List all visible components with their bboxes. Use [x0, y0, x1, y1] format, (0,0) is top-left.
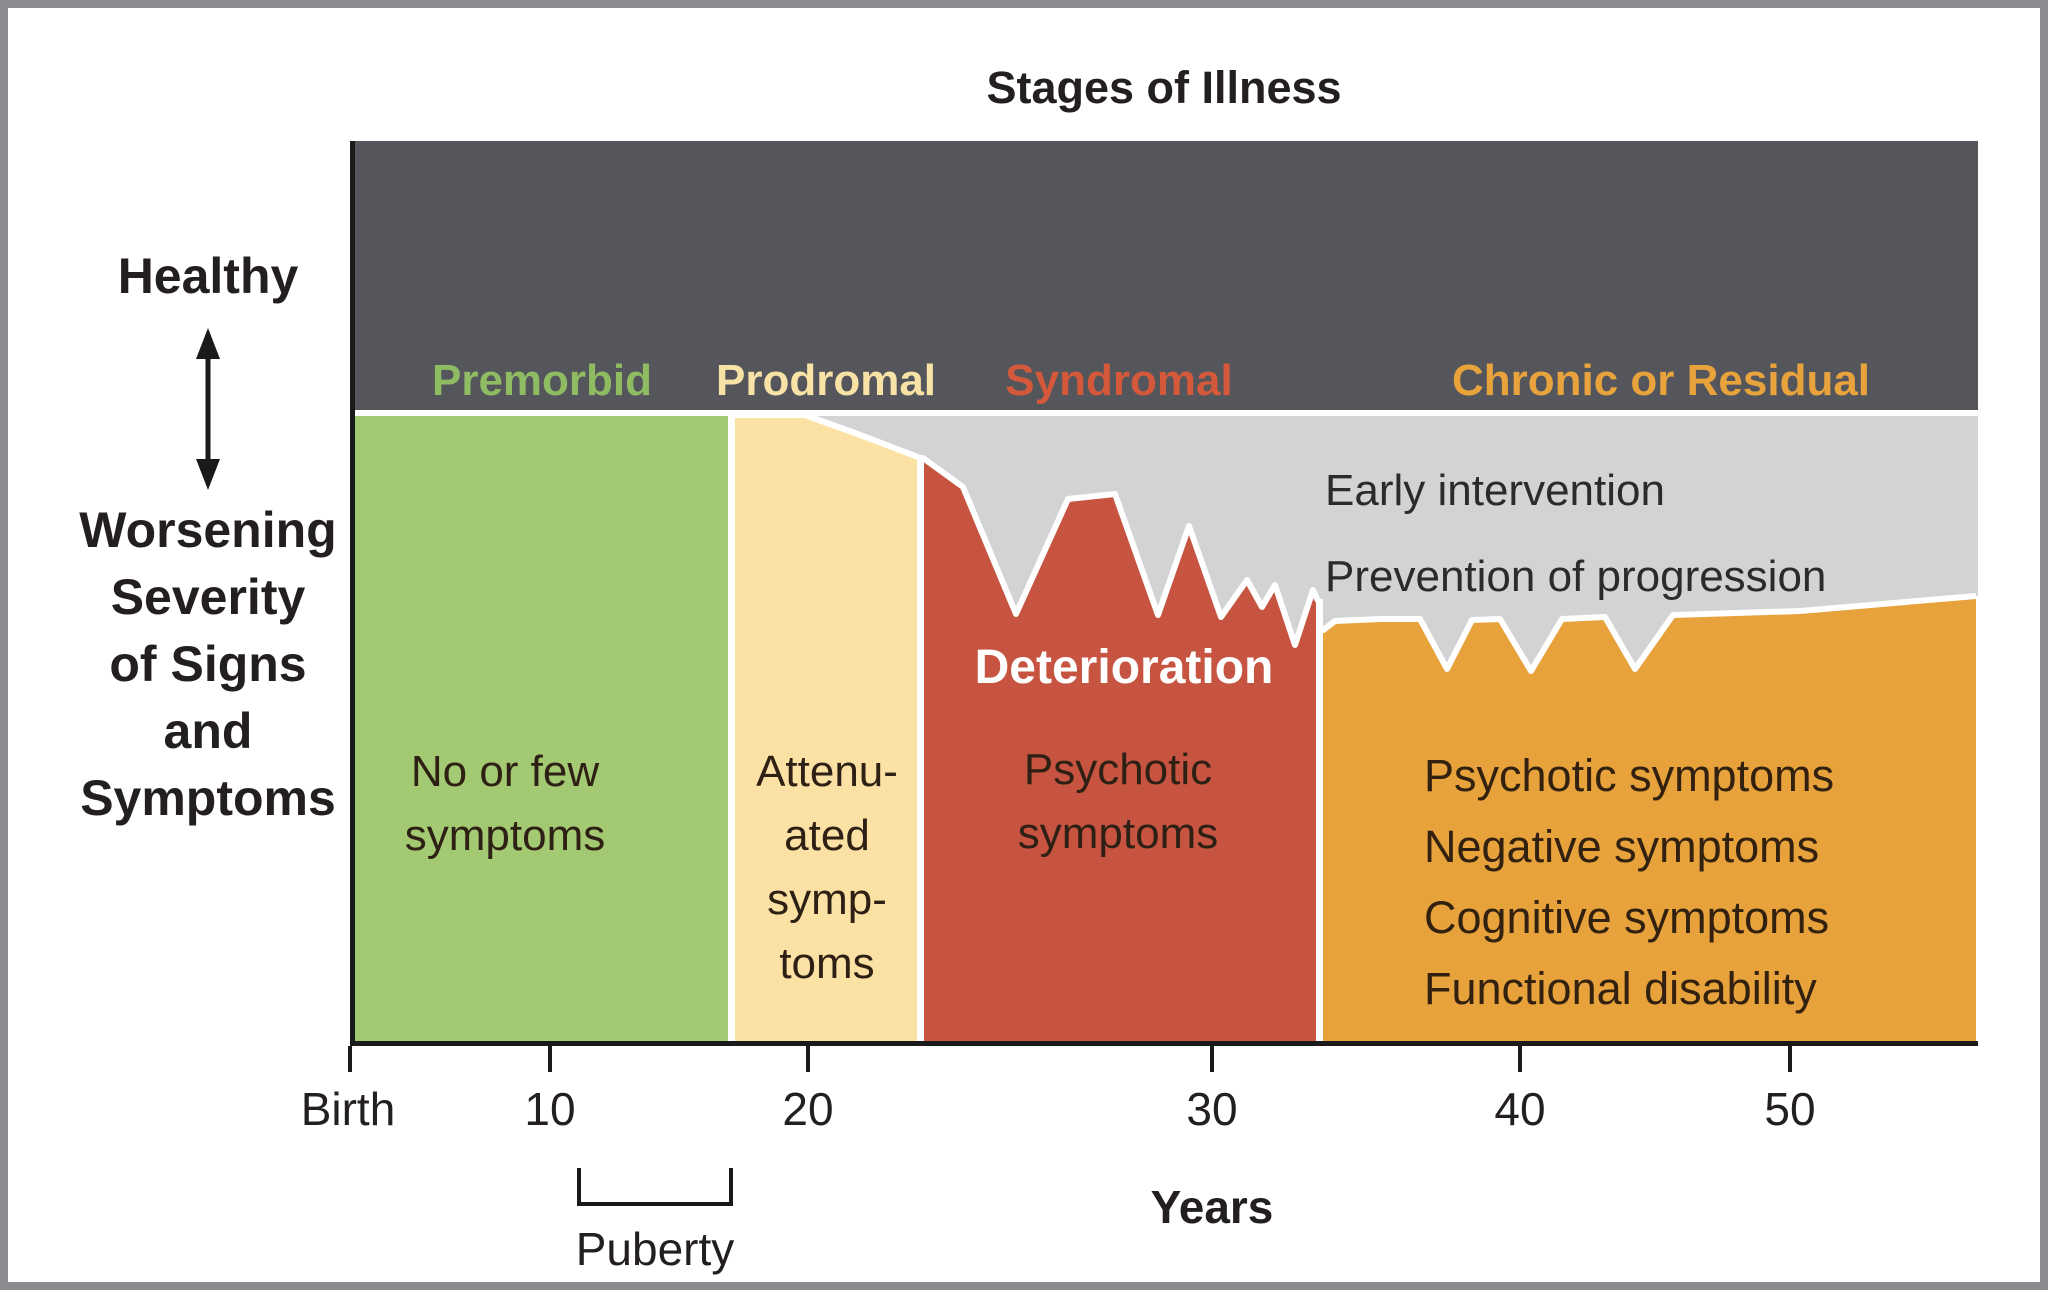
x-axis-title: Years: [1150, 1181, 1274, 1233]
premorbid-region-text: No or few symptoms: [404, 747, 606, 860]
band-label-chronic: Chronic or Residual: [1451, 356, 1871, 405]
tick-label-10: 10: [524, 1083, 576, 1135]
cream-red-separator: [917, 455, 924, 1046]
severity-axis-label: Worsening Severity of Signs and Symptoms: [79, 502, 337, 826]
chronic-region-shape: [1322, 596, 1976, 1046]
tick-label-40: 40: [1494, 1083, 1546, 1135]
stage-band-background: [350, 141, 1978, 410]
chronic-region-text: Psychotic symptoms Negative symptoms Cog…: [1424, 750, 1835, 1014]
figure-title: Stages of Illness: [986, 62, 1342, 113]
puberty-bracket-right: [729, 1168, 733, 1206]
x-axis-line: [350, 1041, 1978, 1046]
tick-label-20: 20: [782, 1083, 834, 1135]
puberty-bracket-bar: [577, 1202, 733, 1206]
chronic-top-outline: [1320, 593, 1977, 674]
healthy-label: Healthy: [117, 248, 299, 304]
tick-mark-birth: [348, 1046, 352, 1072]
puberty-bracket-left: [577, 1168, 581, 1206]
deterioration-label: Deterioration: [974, 641, 1274, 694]
severity-double-arrow-icon: [196, 328, 220, 490]
gray-region-shape: [350, 413, 1978, 671]
band-label-premorbid: Premorbid: [431, 356, 653, 405]
red-orange-separator: [1316, 599, 1323, 1046]
tick-label-birth: Birth: [300, 1083, 396, 1135]
plot-area: [350, 141, 1978, 1046]
band-separator-line: [350, 410, 1978, 416]
band-label-syndromal: Syndromal: [1005, 356, 1233, 405]
tick-mark-10: [548, 1046, 552, 1072]
tick-label-30: 30: [1186, 1083, 1238, 1135]
tick-mark-30: [1210, 1046, 1214, 1072]
prodromal-region-text: Attenu- ated symp- toms: [756, 747, 898, 988]
syndromal-region-text: Psychotic symptoms: [1017, 745, 1219, 858]
y-axis-line: [350, 141, 355, 1046]
prodromal-top-outline: [735, 412, 920, 460]
prodromal-region-shape: [735, 415, 918, 1046]
band-label-prodromal: Prodromal: [715, 356, 937, 405]
premorbid-region-shape: [352, 415, 728, 1046]
tick-mark-40: [1518, 1046, 1522, 1072]
tick-mark-50: [1788, 1046, 1792, 1072]
tick-mark-20: [806, 1046, 810, 1072]
puberty-label: Puberty: [575, 1223, 735, 1275]
syndromal-top-outline: [921, 455, 1321, 648]
green-cream-separator: [728, 413, 735, 1046]
early-intervention-note: Early intervention Prevention of progres…: [1325, 466, 1827, 601]
tick-label-50: 50: [1764, 1083, 1816, 1135]
